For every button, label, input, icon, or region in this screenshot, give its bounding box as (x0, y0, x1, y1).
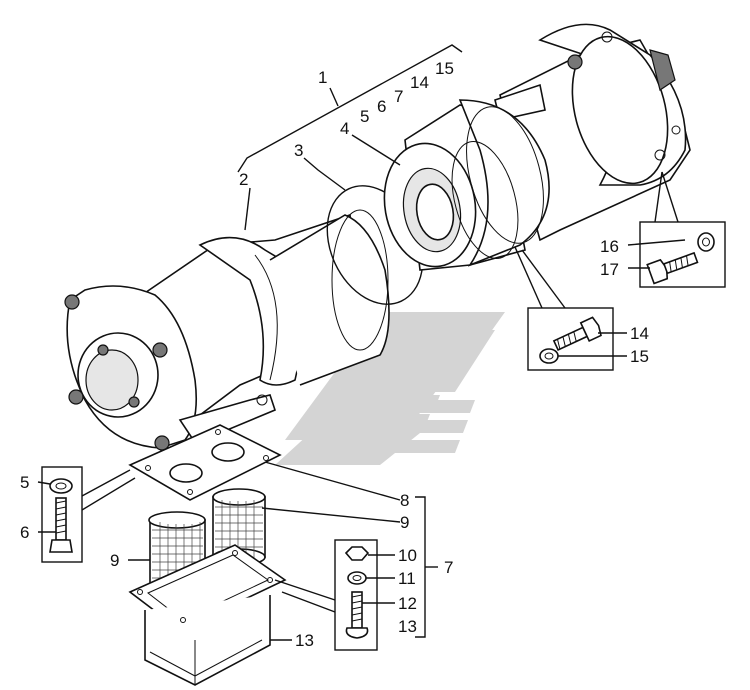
callout-15-detail: 15 (630, 347, 649, 366)
callout-16: 16 (600, 237, 619, 256)
detail-box-16-17 (639, 221, 726, 288)
callout-1: 1 (318, 68, 327, 87)
callout-17: 17 (600, 260, 619, 279)
leader-lines (37, 44, 686, 641)
callout-7-group1: 7 (394, 87, 403, 106)
callout-6-detail: 6 (20, 523, 29, 542)
gasket-plate (128, 424, 282, 501)
callout-15-group1: 15 (435, 59, 454, 78)
callout-3: 3 (294, 141, 303, 160)
callout-13-detail: 13 (398, 617, 417, 636)
callout-14-detail: 14 (630, 324, 649, 343)
detail-box-10-13 (334, 539, 378, 651)
callout-8: 8 (400, 491, 409, 510)
housing-right (451, 23, 691, 267)
callout-4: 4 (340, 119, 349, 138)
callout-11: 11 (398, 569, 416, 588)
callout-7-detail: 7 (444, 558, 453, 577)
callout-2: 2 (239, 170, 248, 189)
detail-box-14-15 (527, 307, 614, 371)
callout-5-detail: 5 (20, 473, 29, 492)
watermark-stripes-lower (275, 395, 475, 465)
callout-13-box: 13 (295, 631, 314, 650)
filter-box (128, 544, 287, 686)
callout-10: 10 (398, 546, 417, 565)
callout-labels: 1 2 3 4 5 6 7 14 15 16 17 14 15 5 6 8 9 … (20, 59, 649, 650)
callout-14-group1: 14 (410, 73, 429, 92)
callout-5-group1: 5 (360, 107, 369, 126)
callout-9-left: 9 (110, 551, 119, 570)
callout-6-group1: 6 (377, 97, 386, 116)
callout-9-right: 9 (400, 513, 409, 532)
housing-left (64, 209, 390, 452)
detail-box-5-6 (41, 466, 83, 563)
callout-12: 12 (398, 594, 417, 613)
